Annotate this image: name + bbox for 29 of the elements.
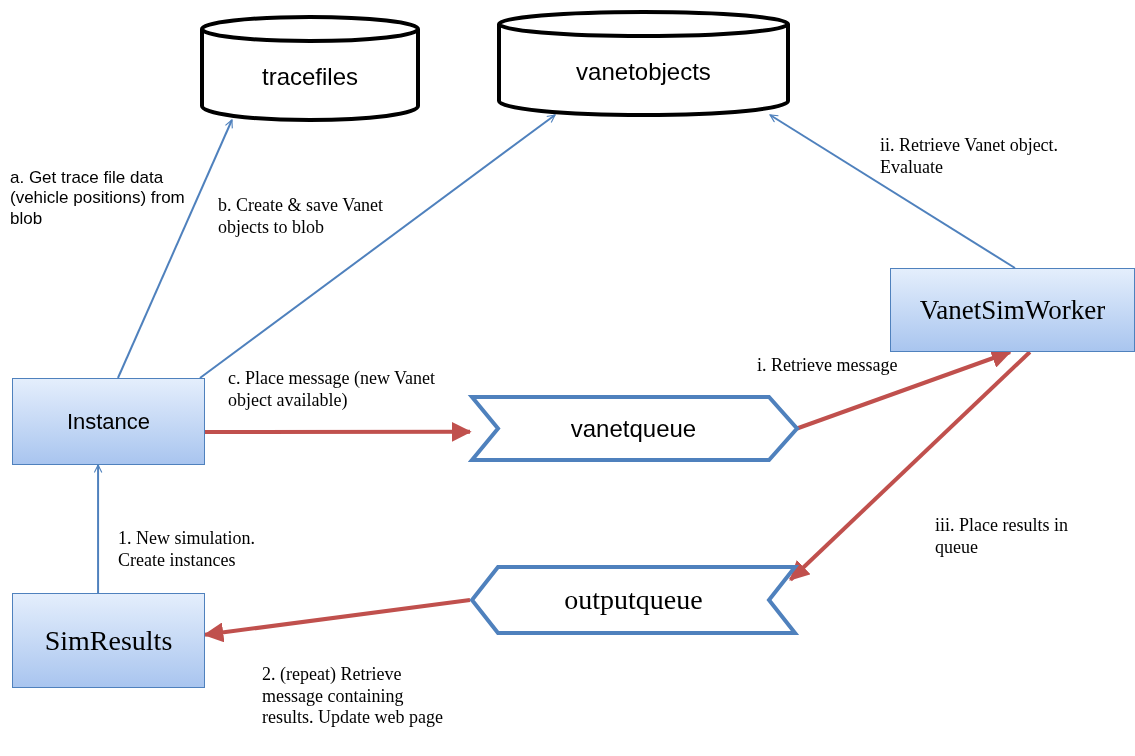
edge-label: iii. Place results in queue	[935, 515, 1069, 559]
process-box	[12, 593, 205, 688]
edge-label: c. Place message (new Vanet object available)	[228, 368, 437, 412]
process-box	[890, 268, 1135, 352]
node-label: tracefiles	[261, 62, 358, 91]
database-cylinder	[200, 15, 420, 120]
node-label: Instance	[66, 408, 151, 435]
arrow	[199, 114, 556, 379]
arrow	[203, 598, 471, 643]
edge-label: a. Get trace file data (vehicle positions) from blob	[10, 168, 186, 230]
arrow	[789, 350, 1032, 582]
node-label: VanetSimWorker	[919, 294, 1106, 326]
database-cylinder	[497, 10, 790, 115]
node-label: SimResults	[44, 624, 173, 657]
edge-label: ii. Retrieve Vanet object. Evaluate	[880, 135, 1060, 179]
edge-label: 2. (repeat) Retrieve message containing results. Update web page	[262, 664, 444, 729]
edge-label: 1. New simulation. Create instances	[118, 528, 256, 572]
arrow	[93, 464, 103, 594]
node-label: outputqueue	[564, 584, 703, 616]
queue-shape	[470, 565, 797, 635]
process-box	[12, 378, 205, 465]
queue-shape	[470, 395, 797, 462]
arrow	[769, 114, 1016, 269]
node-label: vanetobjects	[576, 57, 711, 86]
node-label: vanetqueue	[570, 414, 697, 443]
arrow	[205, 421, 472, 442]
edge-label: i. Retrieve message	[757, 355, 899, 377]
arrow	[116, 119, 233, 379]
edge-label: b. Create & save Vanet objects to blob	[218, 195, 385, 239]
